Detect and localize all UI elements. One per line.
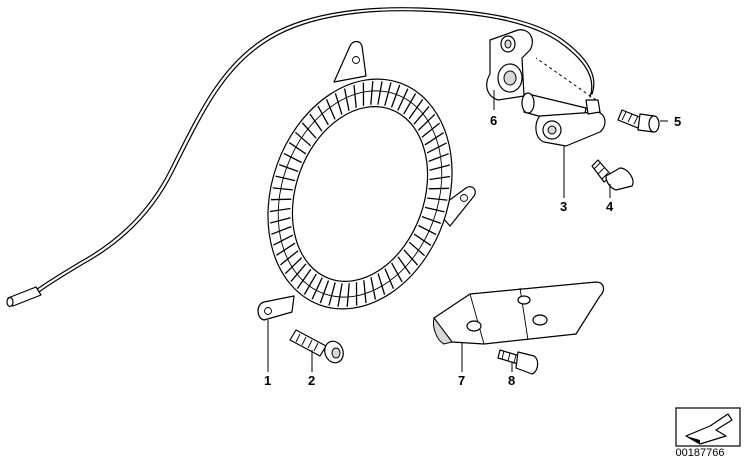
ring-tooth (390, 84, 401, 108)
ring-tooth (397, 256, 411, 275)
ring-tooth (363, 280, 367, 304)
ring-tooth (429, 175, 451, 181)
ring-screw (289, 329, 344, 364)
ring-tooth (424, 132, 444, 146)
ring-tooth (424, 206, 445, 213)
part-label-5: 5 (674, 114, 681, 129)
ring-tooth (377, 273, 386, 295)
ring-tooth (426, 142, 447, 154)
part-label-7: 7 (458, 373, 465, 388)
impulse-ring (257, 40, 476, 321)
ring-tooth (334, 93, 343, 115)
holder-screw (591, 159, 634, 191)
ring-tooth (325, 98, 336, 120)
ring-tooth (408, 241, 426, 257)
part-label-2: 2 (308, 373, 315, 388)
ring-tooth (391, 262, 403, 283)
ring-tooth (279, 250, 299, 266)
ring-tooth (271, 225, 292, 235)
leader-dashed (535, 57, 597, 101)
ring-tooth (384, 268, 395, 290)
ring-tooth (413, 105, 430, 125)
ring-tooth (290, 263, 307, 283)
cable-end-connector (6, 286, 42, 308)
ring-tooth (343, 88, 350, 111)
ring-tooth (384, 82, 392, 106)
ring-tooth (284, 257, 303, 275)
ring-tooth (317, 105, 329, 126)
ring-tooth (269, 207, 291, 213)
part-label-4: 4 (606, 199, 614, 214)
ring-tooth (309, 113, 323, 132)
ring-tooth (429, 164, 450, 171)
ring-tooth (337, 283, 343, 307)
ring-tooth (370, 81, 374, 105)
ring-tooth (296, 268, 312, 289)
ring-tab-bottom (257, 295, 295, 321)
ring-tooth (276, 242, 296, 256)
ring-tooth (283, 152, 302, 164)
ring-tooth (294, 131, 312, 147)
ring-tooth (328, 282, 336, 306)
bracket-screw (497, 349, 539, 375)
ring-tooth (278, 163, 299, 173)
ring-tooth (408, 99, 424, 120)
ring-tooth (421, 215, 442, 225)
ring-tooth (421, 122, 441, 138)
ring-tooth (288, 142, 307, 155)
ring-tooth (413, 233, 432, 246)
sensor-holder (486, 29, 533, 101)
ring-tooth (403, 249, 419, 266)
ring-tooth (270, 198, 292, 201)
ring-tooth (270, 217, 291, 224)
part-label-8: 8 (508, 373, 515, 388)
ring-tooth (428, 153, 449, 163)
ring-tooth (353, 84, 357, 108)
cover-bracket (433, 281, 605, 345)
direction-arrow-icon (675, 407, 741, 447)
ring-tab-top (333, 40, 367, 83)
part-label-1: 1 (264, 373, 271, 388)
ring-tooth (273, 234, 294, 246)
catalog-number: 00187766 (675, 447, 725, 459)
part-label-3: 3 (560, 199, 567, 214)
ring-tooth (272, 187, 293, 191)
ring-tooth (403, 93, 417, 115)
sensor-screw (617, 109, 660, 133)
ring-tooth (377, 81, 383, 105)
ring-tooth (417, 113, 436, 131)
ring-tooth (303, 273, 317, 295)
ring-tooth (319, 280, 330, 304)
part-label-6: 6 (490, 113, 497, 128)
ring-tooth (428, 187, 450, 190)
ring-tooth (275, 175, 296, 182)
abs-sensor (521, 92, 606, 147)
ring-tooth (418, 224, 437, 236)
ring-tooth (370, 277, 377, 300)
sensor-cable (6, 7, 595, 308)
ring-tooth (311, 277, 323, 300)
ring-tooth (427, 197, 448, 201)
ring-tooth (397, 88, 409, 111)
ring-tooth (301, 122, 317, 139)
ring-tooth (346, 283, 350, 307)
